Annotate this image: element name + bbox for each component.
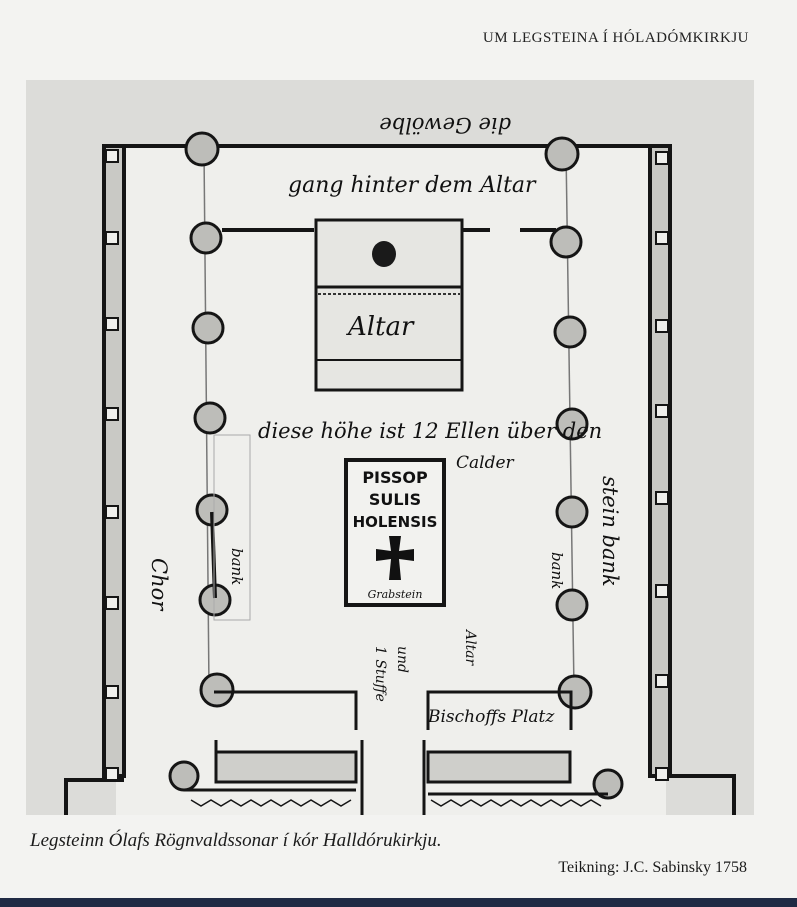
- note-gang: gang hinter dem Altar: [288, 173, 537, 198]
- figure-credit: Teikning: J.C. Sabinsky 1758: [558, 859, 747, 876]
- note-floor-1: 1 Stuffe: [372, 646, 388, 702]
- gravestone-slab: [344, 458, 446, 607]
- wall-markers: [105, 149, 669, 781]
- gravestone-line-2: SULIS: [369, 490, 421, 509]
- note-calder: Calder: [456, 453, 515, 473]
- note-chor: Chor: [147, 558, 171, 612]
- gravestone-line-3: HOLENSIS: [353, 513, 438, 531]
- note-altar: Altar: [346, 312, 415, 342]
- note-hoehe: diese höhe ist 12 Ellen über den: [258, 419, 602, 443]
- note-floor-3: Altar: [462, 628, 478, 667]
- pillars: [168, 131, 624, 800]
- note-floor-2: und: [394, 646, 410, 673]
- note-stein-bank: stein bank: [598, 476, 622, 587]
- note-bank-left: bank: [228, 548, 246, 585]
- stall-hatching: [190, 799, 602, 807]
- altar-stain: [372, 241, 396, 267]
- left-bench-outline: [213, 434, 251, 621]
- gravestone-footer: Grabstein: [368, 588, 423, 601]
- choir-stalls: [184, 690, 608, 815]
- floor-plan-drawing: PISSOP SULIS HOLENSIS Grabstein die Gewö…: [26, 80, 754, 815]
- figure-caption: Legsteinn Ólafs Rögnvaldssonar í kór Hal…: [30, 830, 442, 851]
- floor-plan-svg: PISSOP SULIS HOLENSIS Grabstein die Gewö…: [26, 80, 754, 815]
- bottom-bar: [0, 898, 797, 907]
- cross-icon: [376, 536, 414, 580]
- running-header: UM LEGSTEINA Í HÓLADÓMKIRKJU: [482, 30, 749, 46]
- note-bischof: Bischoffs Platz: [427, 707, 555, 727]
- note-bank-right: bank: [548, 552, 566, 589]
- note-top: die Gewölbe: [379, 113, 511, 137]
- gravestone-line-1: PISSOP: [362, 468, 428, 487]
